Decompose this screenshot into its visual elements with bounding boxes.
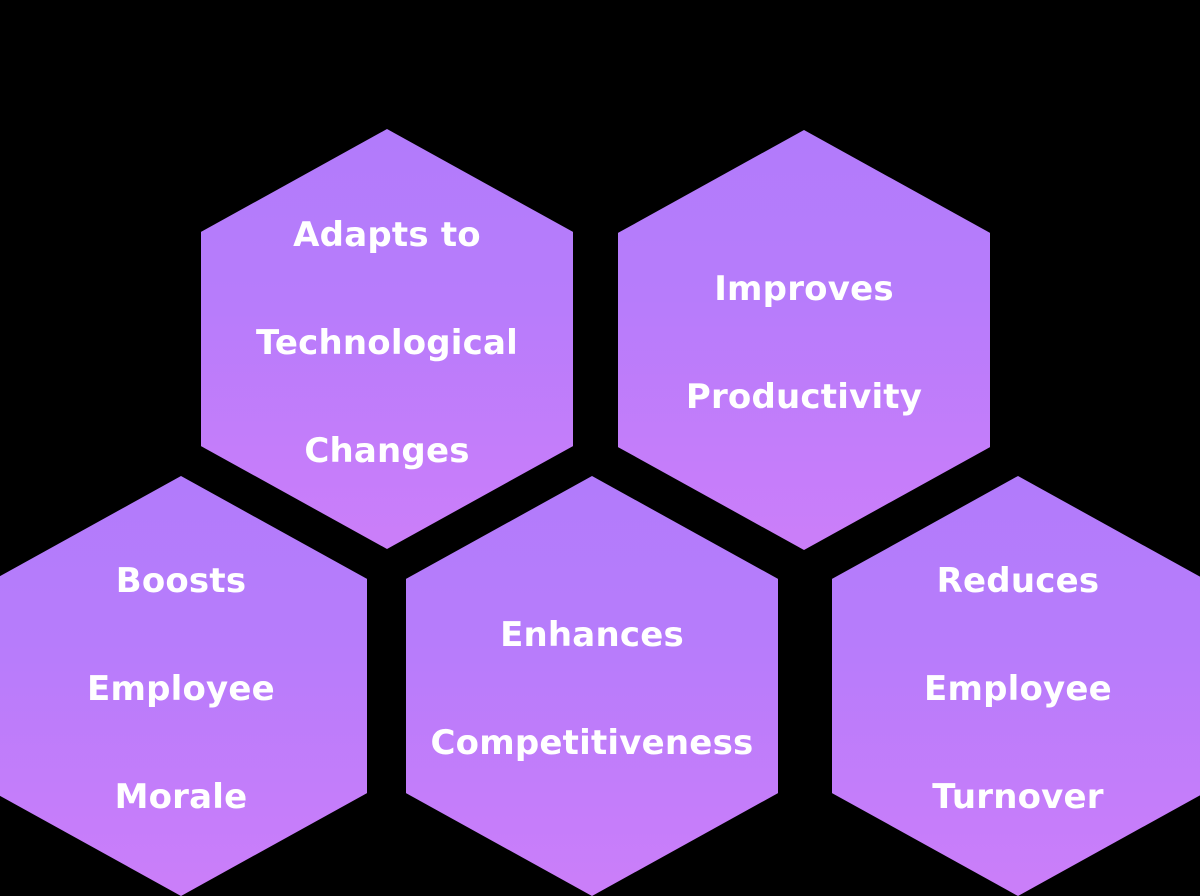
hexagon-reduces-employee-turnover: Reduces Employee Turnover bbox=[832, 476, 1200, 896]
hexagon-label: Reduces Employee Turnover bbox=[924, 500, 1112, 878]
label-line: Employee bbox=[87, 669, 275, 709]
hexagon-boosts-employee-morale: Boosts Employee Morale bbox=[0, 476, 367, 896]
label-line: Technological bbox=[255, 323, 519, 363]
label-line: Productivity bbox=[685, 377, 923, 417]
label-line: Turnover bbox=[932, 777, 1104, 817]
hexagon-label: Adapts to Technological Changes bbox=[256, 154, 518, 532]
label-line: Reduces bbox=[936, 561, 1100, 601]
label-line: Improves bbox=[714, 269, 894, 309]
label-line: Boosts bbox=[115, 561, 247, 601]
hexagon-label: Boosts Employee Morale bbox=[87, 500, 275, 878]
label-line: Adapts to bbox=[293, 215, 481, 255]
label-line: Enhances bbox=[500, 615, 684, 655]
label-line: Competitiveness bbox=[430, 723, 754, 763]
label-line: Changes bbox=[304, 431, 470, 471]
hexagon-enhances-competitiveness: Enhances Competitiveness bbox=[406, 476, 778, 896]
hexagon-label: Enhances Competitiveness bbox=[431, 554, 754, 824]
hexagon-adapts-to-technological-changes: Adapts to Technological Changes bbox=[201, 129, 573, 549]
hexagon-improves-productivity: Improves Productivity bbox=[618, 130, 990, 550]
label-line: Employee bbox=[924, 669, 1112, 709]
hexagon-label: Improves Productivity bbox=[686, 208, 922, 478]
label-line: Morale bbox=[114, 777, 248, 817]
